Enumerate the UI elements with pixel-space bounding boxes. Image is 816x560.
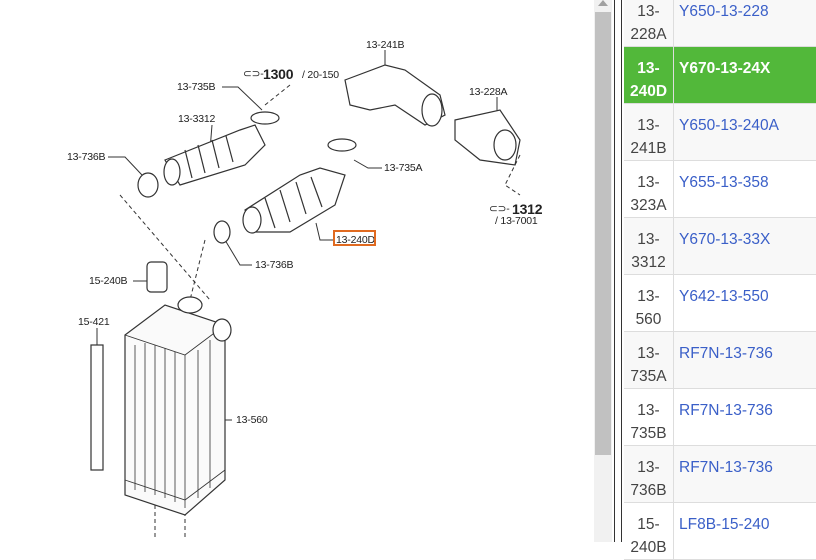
table-row[interactable]: 13-240D Y670-13-24X xyxy=(624,47,816,104)
label-13-240d[interactable]: 13-240D xyxy=(336,234,375,246)
table-row[interactable]: 15-240B LF8B-15-240 xyxy=(624,503,816,560)
table-row[interactable]: 13-735A RF7N-13-736 xyxy=(624,332,816,389)
label-13-735b[interactable]: 13-735B xyxy=(177,81,216,93)
label-1312[interactable]: 1312 xyxy=(512,201,543,217)
part-number-link[interactable]: Y655-13-358 xyxy=(679,174,769,191)
label-13-560[interactable]: 13-560 xyxy=(236,414,268,426)
ref-cell: 13-560 xyxy=(624,275,674,331)
part-number-link[interactable]: Y670-13-24X xyxy=(679,60,771,77)
label-13-736b[interactable]: 13-736B xyxy=(255,259,294,271)
part-number-link[interactable]: RF7N-13-736 xyxy=(679,402,773,419)
table-row[interactable]: 13-241B Y650-13-240A xyxy=(624,104,816,161)
label-15-421[interactable]: 15-421 xyxy=(78,316,110,328)
ref-cell: 15-240B xyxy=(624,503,674,559)
label-13-241b[interactable]: 13-241B xyxy=(366,39,405,51)
part-number-link[interactable]: LF8B-15-240 xyxy=(679,516,770,533)
ref-cell: 13-3312 xyxy=(624,218,674,274)
ref-cell: 13-736B xyxy=(624,446,674,502)
label-15-240b[interactable]: 15-240B xyxy=(89,275,128,287)
label-13-736b[interactable]: 13-736B xyxy=(67,151,106,163)
label-13-3312[interactable]: 13-3312 xyxy=(178,113,216,125)
table-row[interactable]: 13-323A Y655-13-358 xyxy=(624,161,816,218)
diagram-scrollbar[interactable] xyxy=(594,0,612,542)
table-row[interactable]: 13-735B RF7N-13-736 xyxy=(624,389,816,446)
label-13-7001: / 13-7001 xyxy=(495,215,538,227)
ref-cell: 13-241B xyxy=(624,104,674,160)
table-row[interactable]: 13-228A Y650-13-228 xyxy=(624,0,816,47)
scrollbar-thumb[interactable] xyxy=(595,12,611,455)
diagram-drawing xyxy=(90,50,521,540)
panel-divider xyxy=(614,0,622,542)
ref-icon: ⊂⊃- xyxy=(489,203,510,215)
part-number-link[interactable]: RF7N-13-736 xyxy=(679,459,773,476)
label-1300[interactable]: 1300 xyxy=(263,66,294,82)
label-20-150: / 20-150 xyxy=(302,69,339,81)
ref-icon: ⊂⊃- xyxy=(243,68,264,80)
table-row[interactable]: 13-736B RF7N-13-736 xyxy=(624,446,816,503)
table-row[interactable]: 13-560 Y642-13-550 xyxy=(624,275,816,332)
label-13-735a[interactable]: 13-735A xyxy=(384,162,423,174)
part-number-link[interactable]: Y650-13-228 xyxy=(679,3,769,20)
scroll-up-arrow-icon[interactable] xyxy=(598,0,608,6)
ref-cell: 13-735A xyxy=(624,332,674,388)
part-number-link[interactable]: RF7N-13-736 xyxy=(679,345,773,362)
ref-cell: 13-323A xyxy=(624,161,674,217)
part-number-link[interactable]: Y642-13-550 xyxy=(679,288,769,305)
part-number-link[interactable]: Y650-13-240A xyxy=(679,117,779,134)
selected-part-highlight xyxy=(333,230,376,246)
table-row[interactable]: 13-3312 Y670-13-33X xyxy=(624,218,816,275)
ref-cell: 13-228A xyxy=(624,0,674,46)
ref-cell: 13-240D xyxy=(624,47,674,103)
part-number-link[interactable]: Y670-13-33X xyxy=(679,231,771,248)
parts-diagram: 13-241B ⊂⊃- 1300 / 20-150 13-735B 13-228… xyxy=(67,39,543,540)
label-13-228a[interactable]: 13-228A xyxy=(469,86,508,98)
ref-cell: 13-735B xyxy=(624,389,674,445)
